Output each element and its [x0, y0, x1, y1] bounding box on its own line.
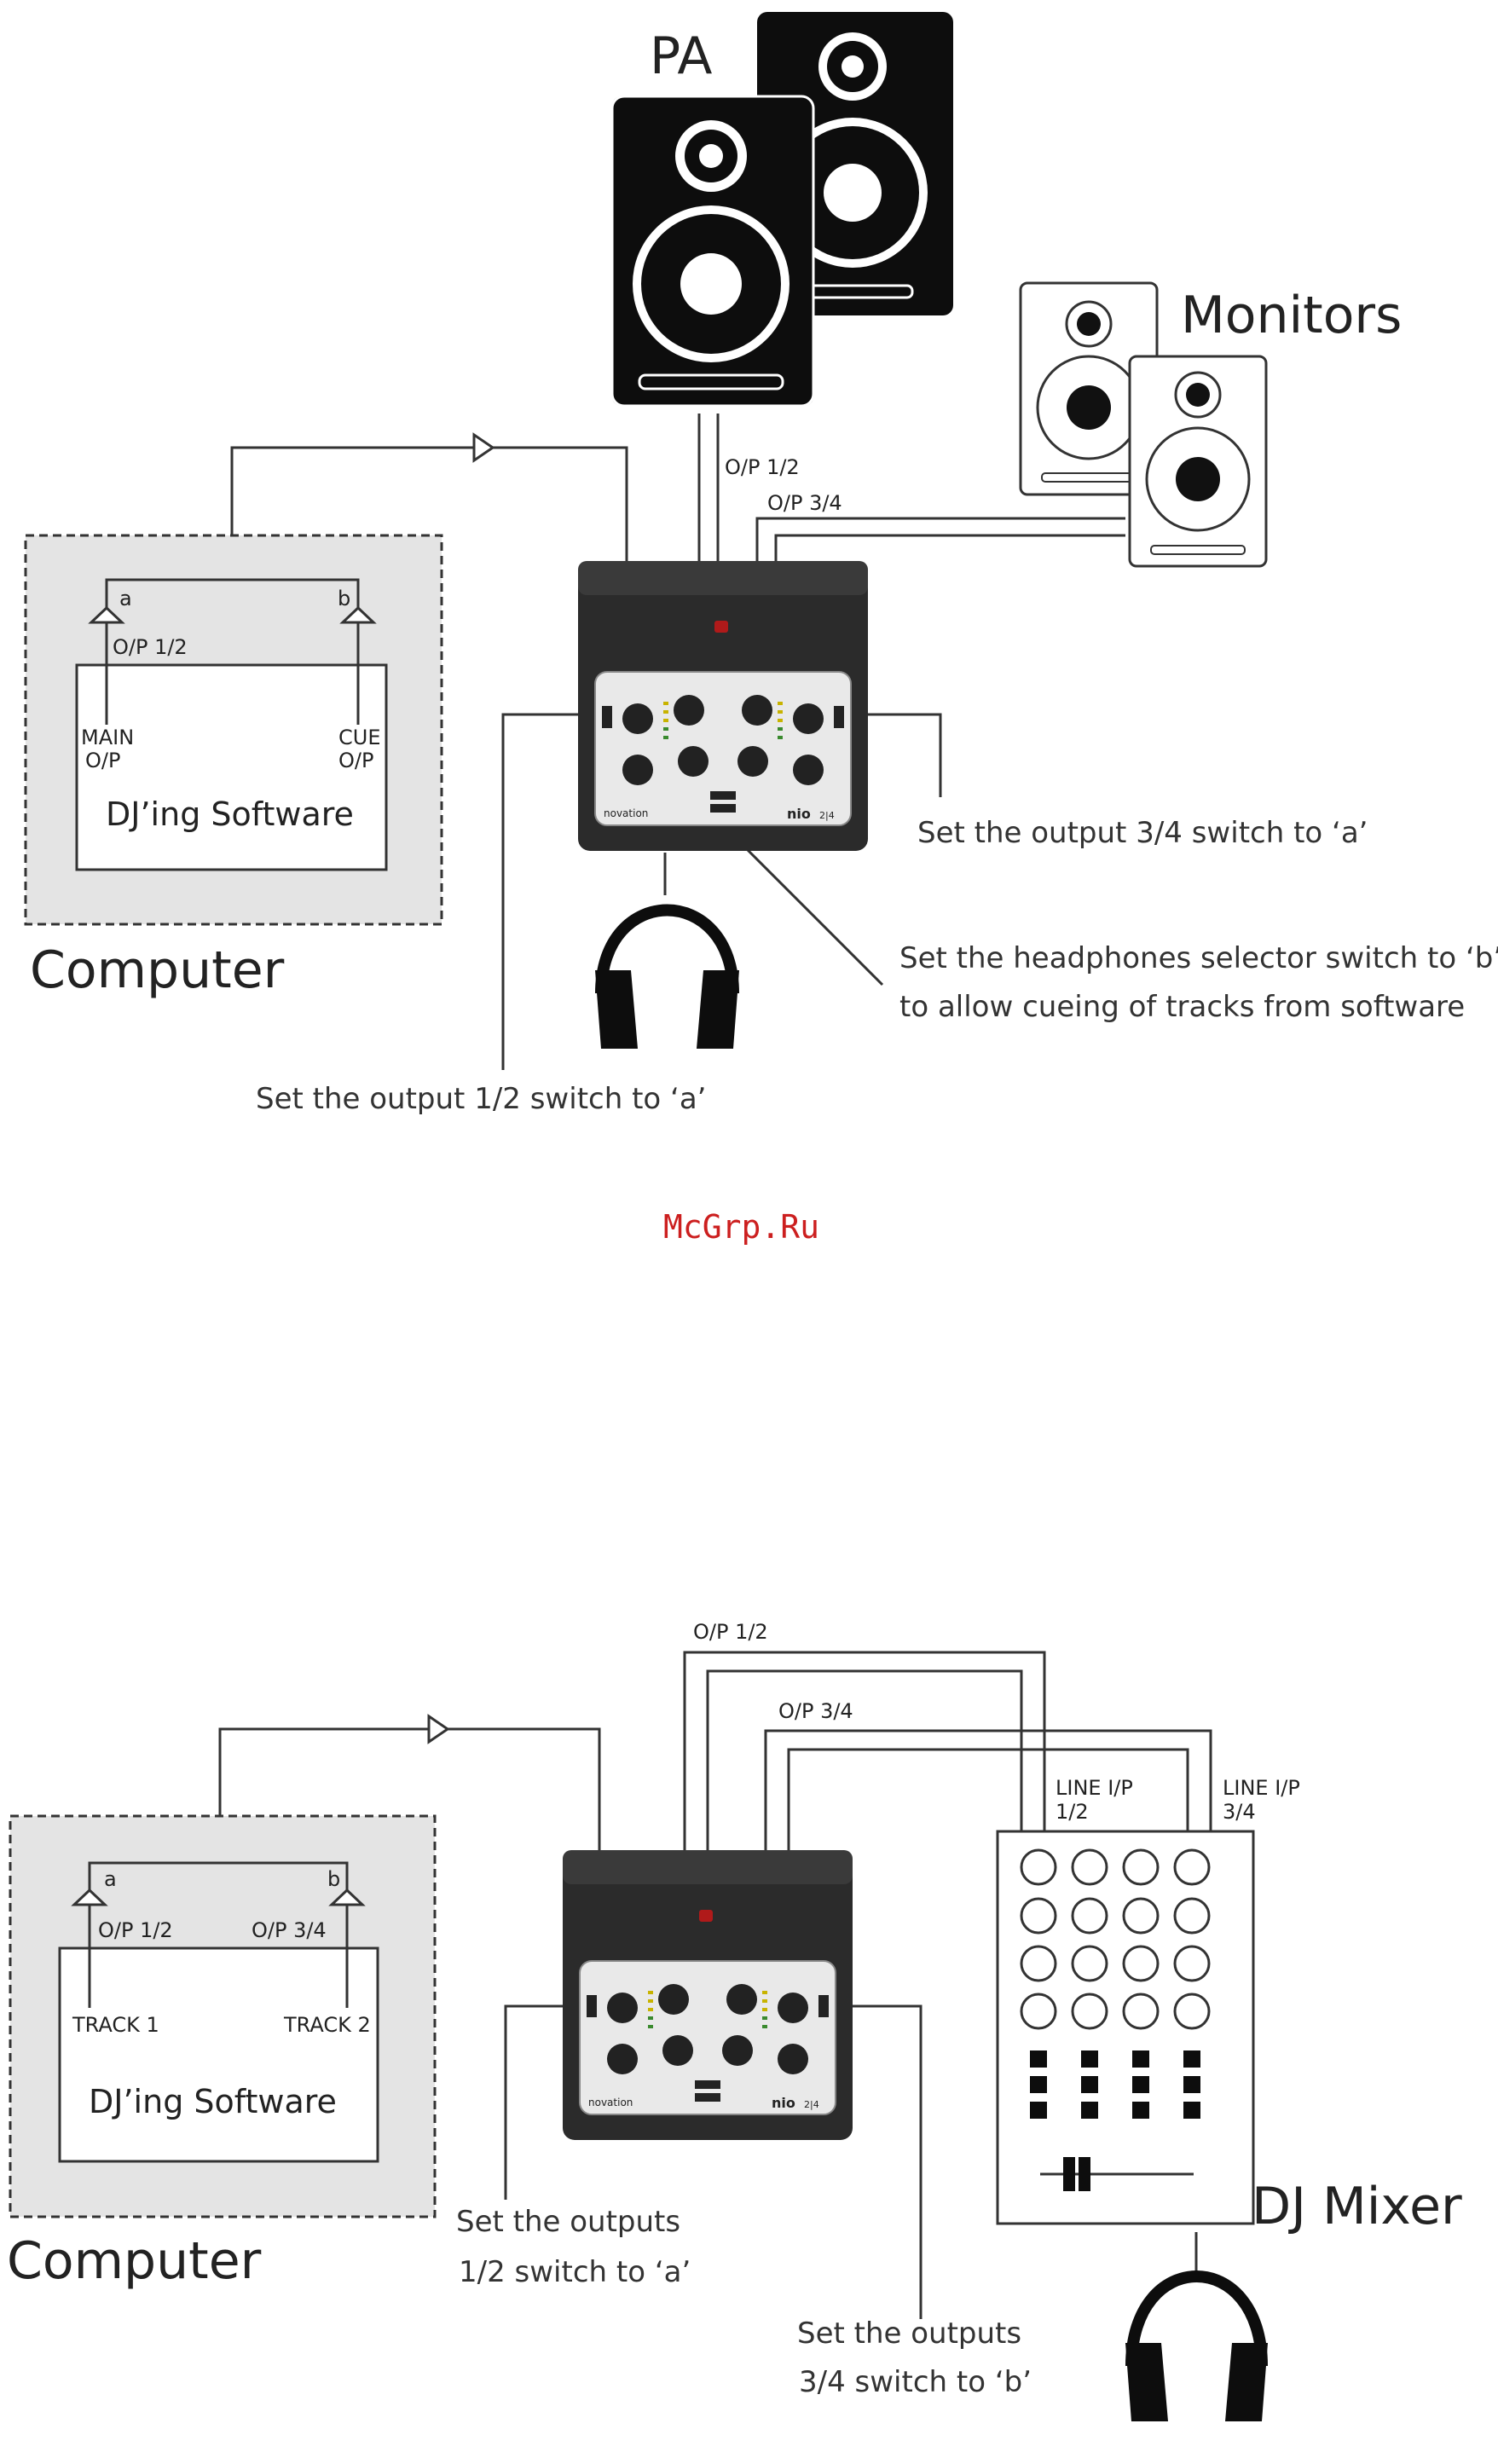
- note-headphones-line2: to allow cueing of tracks from software: [899, 990, 1465, 1024]
- op12-inner-label-2: O/P 1/2: [98, 1918, 173, 1942]
- switch-b-label: b: [338, 587, 350, 610]
- monitor-speaker-rear-icon: [1019, 281, 1159, 496]
- device-model-suffix: 2|4: [819, 810, 835, 821]
- note2-output-12-line2: 1/2 switch to ‘a’: [459, 2255, 691, 2289]
- audio-interface-icon: novation nio 2|4: [577, 560, 869, 852]
- computer-box: a b O/P 1/2 MAIN O/P CUE O/P DJ’ing Soft…: [24, 534, 443, 1000]
- pa-label: PA: [650, 26, 712, 86]
- software-label-2: DJ’ing Software: [89, 2083, 337, 2120]
- line-ip12-num: 1/2: [1056, 1800, 1089, 1824]
- op12-inner-label: O/P 1/2: [113, 635, 188, 659]
- op34-top-label-2: O/P 3/4: [778, 1699, 853, 1723]
- pa-speaker-front-icon: [610, 95, 815, 408]
- headphones-icon: [595, 904, 739, 1049]
- cue-label: CUE: [338, 726, 381, 749]
- cue-op-label: O/P: [338, 749, 373, 772]
- line-ip34-num: 3/4: [1223, 1800, 1256, 1824]
- note2-output-34-line2: 3/4 switch to ‘b’: [799, 2365, 1032, 2399]
- switch-a-label-2: a: [104, 1867, 117, 1891]
- main-label: MAIN: [81, 726, 134, 749]
- track1-label: TRACK 1: [72, 2013, 159, 2037]
- device-brand: novation: [604, 807, 648, 819]
- dj-mixer-icon: [996, 1830, 1255, 2225]
- note-headphones-line1: Set the headphones selector switch to ‘b…: [899, 941, 1498, 975]
- op34-top-label: O/P 3/4: [767, 491, 842, 515]
- device-model-2: nio: [772, 2095, 795, 2111]
- switch-a-label: a: [119, 587, 132, 610]
- computer-box-2: a b O/P 1/2 O/P 3/4 TRACK 1 TRACK 2 DJ’i…: [7, 1814, 437, 2291]
- software-label: DJ’ing Software: [106, 795, 354, 833]
- note-output-12: Set the output 1/2 switch to ‘a’: [256, 1082, 706, 1116]
- cables-diagram-1: [230, 414, 1125, 1070]
- op12-top-label-2: O/P 1/2: [693, 1620, 768, 1644]
- note2-output-34-line1: Set the outputs: [797, 2317, 1021, 2351]
- monitor-speaker-front-icon: [1128, 355, 1268, 568]
- op12-top-label: O/P 1/2: [725, 455, 800, 479]
- computer-label-2: Computer: [7, 2231, 262, 2291]
- main-op-label: O/P: [85, 749, 120, 772]
- headphones-icon: [1125, 2270, 1268, 2421]
- dj-mixer-label: DJ Mixer: [1252, 2177, 1462, 2236]
- device-model: nio: [787, 806, 811, 822]
- cables-diagram-2: [218, 1651, 1212, 2319]
- track2-label: TRACK 2: [283, 2013, 371, 2037]
- device-brand-2: novation: [588, 2097, 633, 2108]
- diagram-1: PA Monitors: [24, 12, 1498, 1116]
- op34-inner-label-2: O/P 3/4: [252, 1918, 327, 1942]
- note-output-34: Set the output 3/4 switch to ‘a’: [917, 816, 1368, 850]
- diagram-2: O/P 1/2 O/P 3/4 LINE I/P 1/2 LINE I/P 3/…: [7, 1620, 1462, 2421]
- computer-label: Computer: [30, 940, 285, 1000]
- note2-output-12-line1: Set the outputs: [456, 2205, 680, 2239]
- line-ip12-label: LINE I/P: [1056, 1776, 1133, 1800]
- device-model-suffix-2: 2|4: [804, 2099, 819, 2110]
- line-ip34-label: LINE I/P: [1223, 1776, 1300, 1800]
- switch-b-label-2: b: [327, 1867, 340, 1891]
- audio-interface-icon: novation nio 2|4: [562, 1849, 853, 2141]
- monitors-label: Monitors: [1181, 286, 1402, 345]
- watermark: McGrp.Ru: [663, 1208, 819, 1246]
